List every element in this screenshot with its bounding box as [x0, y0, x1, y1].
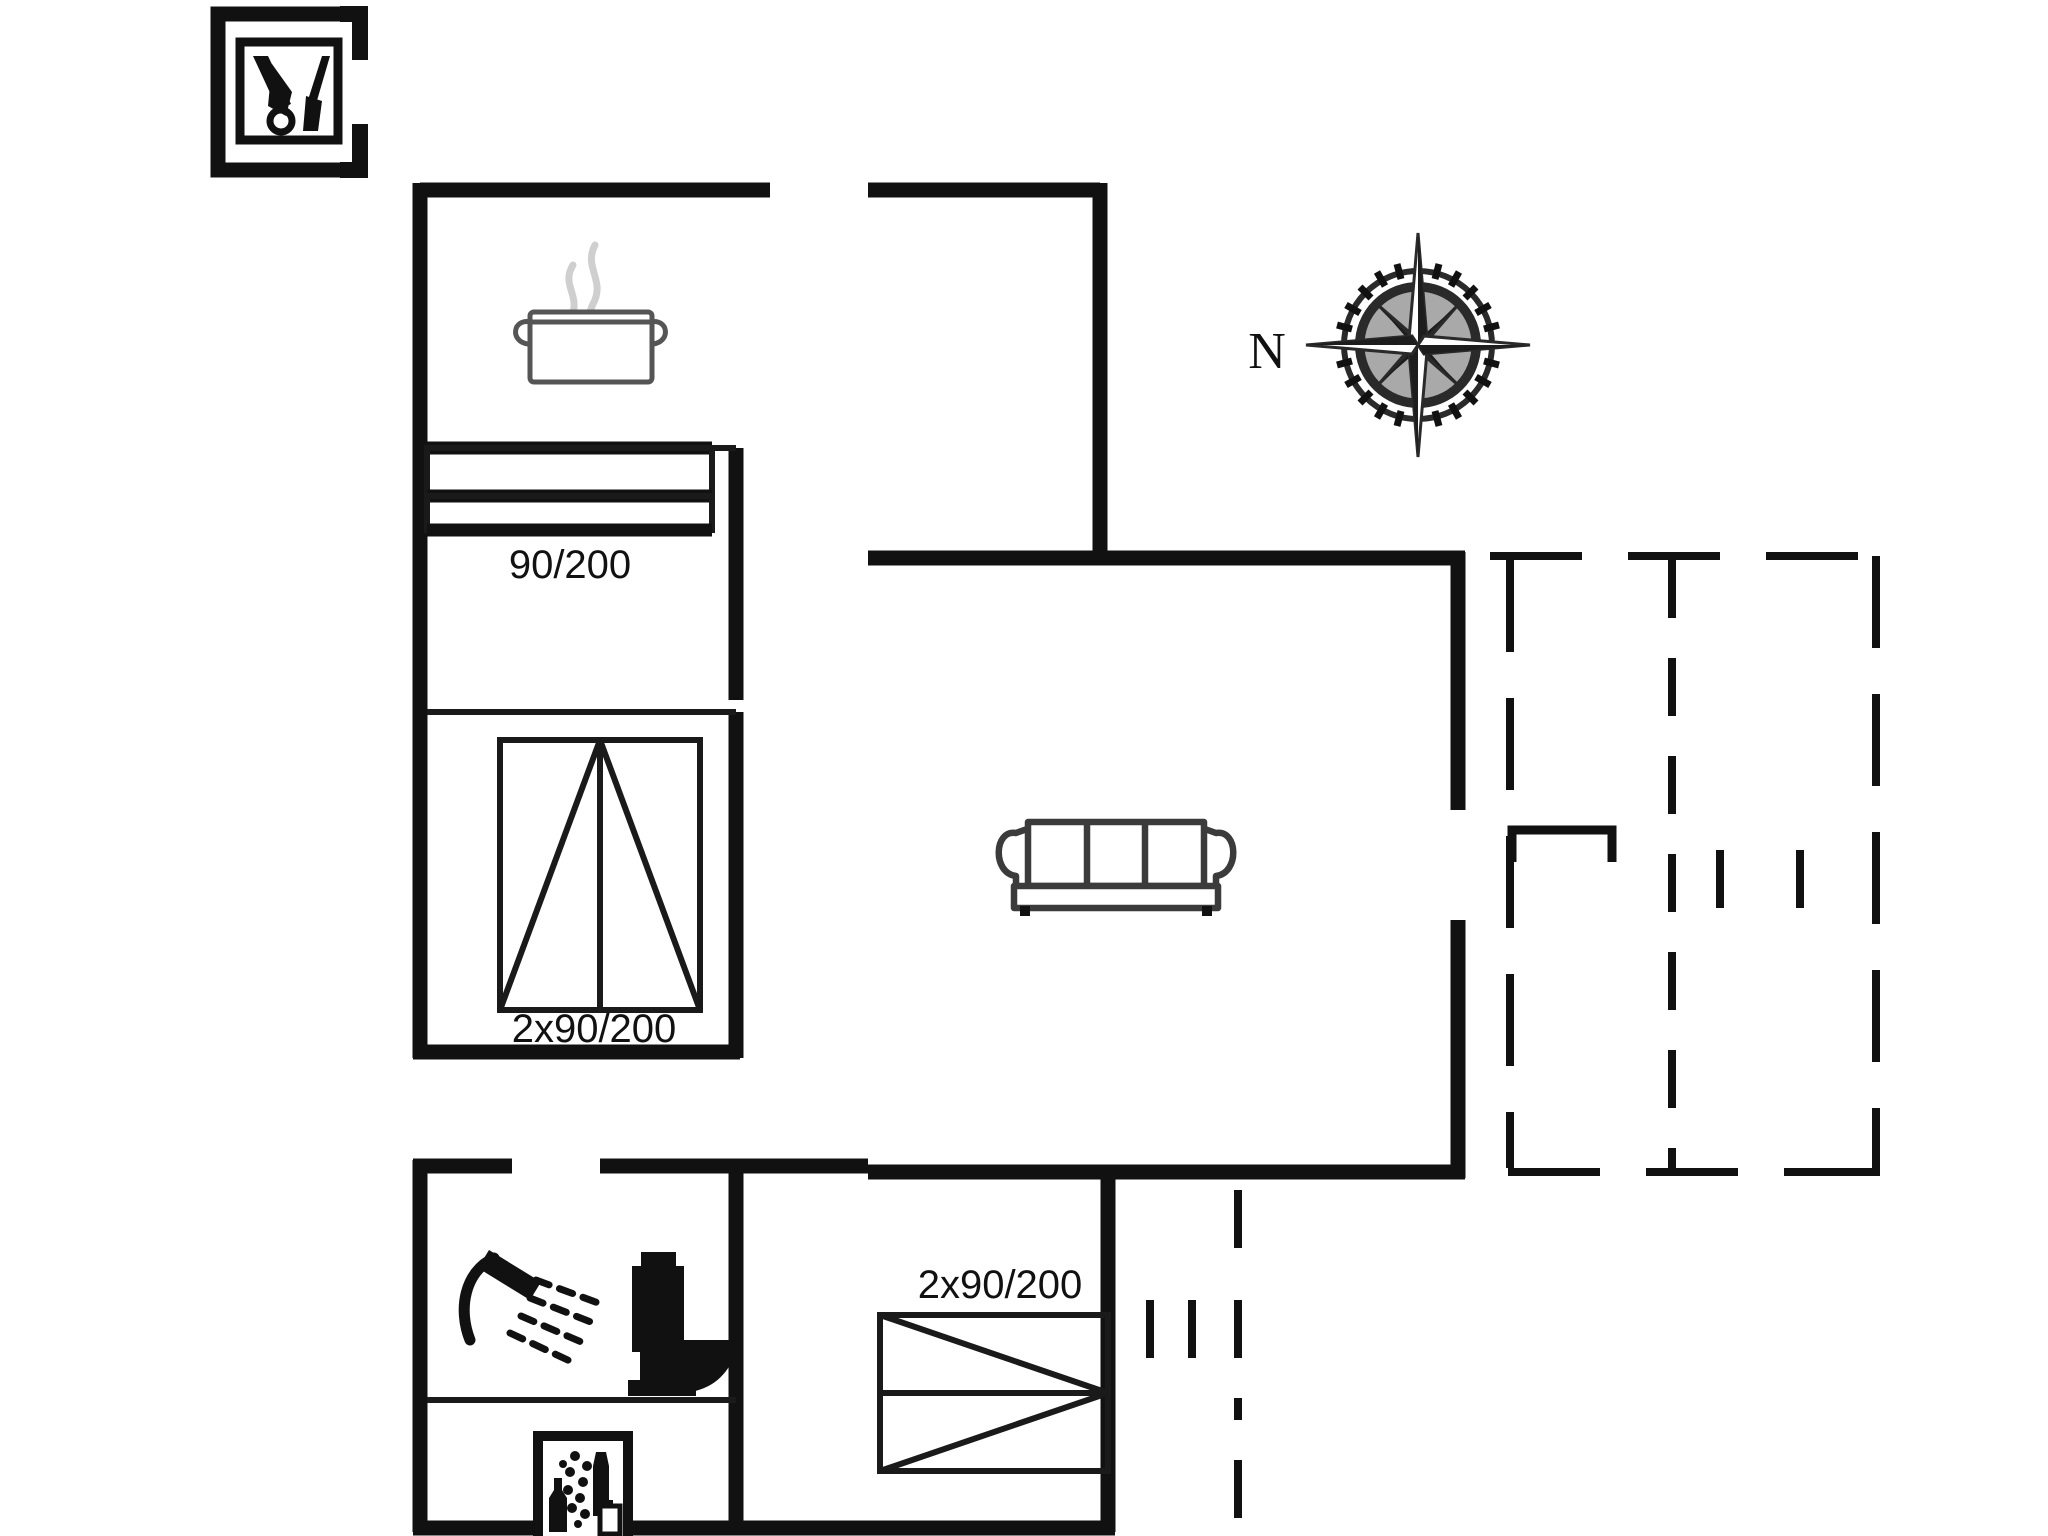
bunk-bed-icon-upper: [497, 737, 703, 1013]
bunk-bed-upper-label: 2x90/200: [512, 1007, 677, 1051]
terrace-outline: [1490, 552, 1880, 1176]
compass-north-label: N: [1248, 323, 1286, 380]
compass-rose-icon: [1305, 232, 1531, 458]
bunk-bed-icon-lower: [877, 1312, 1111, 1474]
bunk-bed-lower-label: 2x90/200: [918, 1263, 1083, 1307]
single-bed-icon: [424, 441, 715, 537]
shower-icon: [458, 1250, 605, 1366]
dishwasher-icon: [533, 1431, 633, 1536]
garden-tools-icon: [210, 6, 368, 178]
sofa-icon: [995, 818, 1237, 916]
cooking-pot-icon: [513, 241, 668, 385]
hall-dashed-openings: [1146, 1190, 1242, 1530]
single-bed-label: 90/200: [509, 543, 631, 587]
toilet-icon: [628, 1252, 740, 1396]
